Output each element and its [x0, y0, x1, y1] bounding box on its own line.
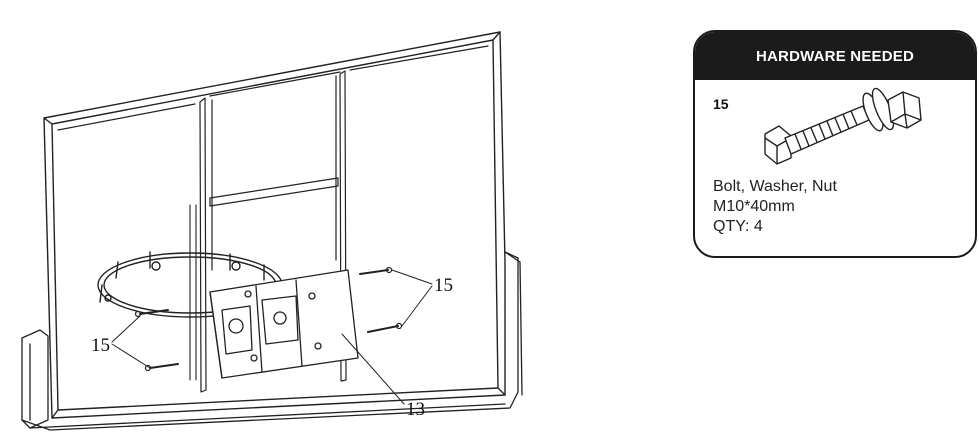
callout-bolts-right: 15	[434, 275, 453, 296]
callout-bolts-left: 15	[91, 335, 110, 356]
bolt-washer-nut-icon	[764, 87, 922, 165]
hardware-description: Bolt, Washer, Nut	[713, 178, 837, 195]
hardware-part-number: 15	[713, 96, 729, 112]
support-rods	[189, 204, 197, 381]
callout-bracket: 13	[406, 399, 425, 420]
backboard-assembly-diagram	[21, 31, 523, 431]
mounting-bracket	[209, 269, 359, 379]
leader-lines	[111, 269, 433, 405]
backboard-bottom-skirt	[21, 251, 523, 431]
hardware-quantity: QTY: 4	[713, 218, 763, 235]
hardware-card-title: HARDWARE NEEDED	[695, 32, 975, 80]
backboard-panels	[57, 45, 489, 393]
hardware-needed-card: HARDWARE NEEDED 15 Bolt, Washer, Nut M10…	[693, 30, 977, 258]
bolts	[134, 266, 403, 372]
hardware-size: M10*40mm	[713, 198, 795, 215]
backboard-frame	[43, 31, 506, 419]
